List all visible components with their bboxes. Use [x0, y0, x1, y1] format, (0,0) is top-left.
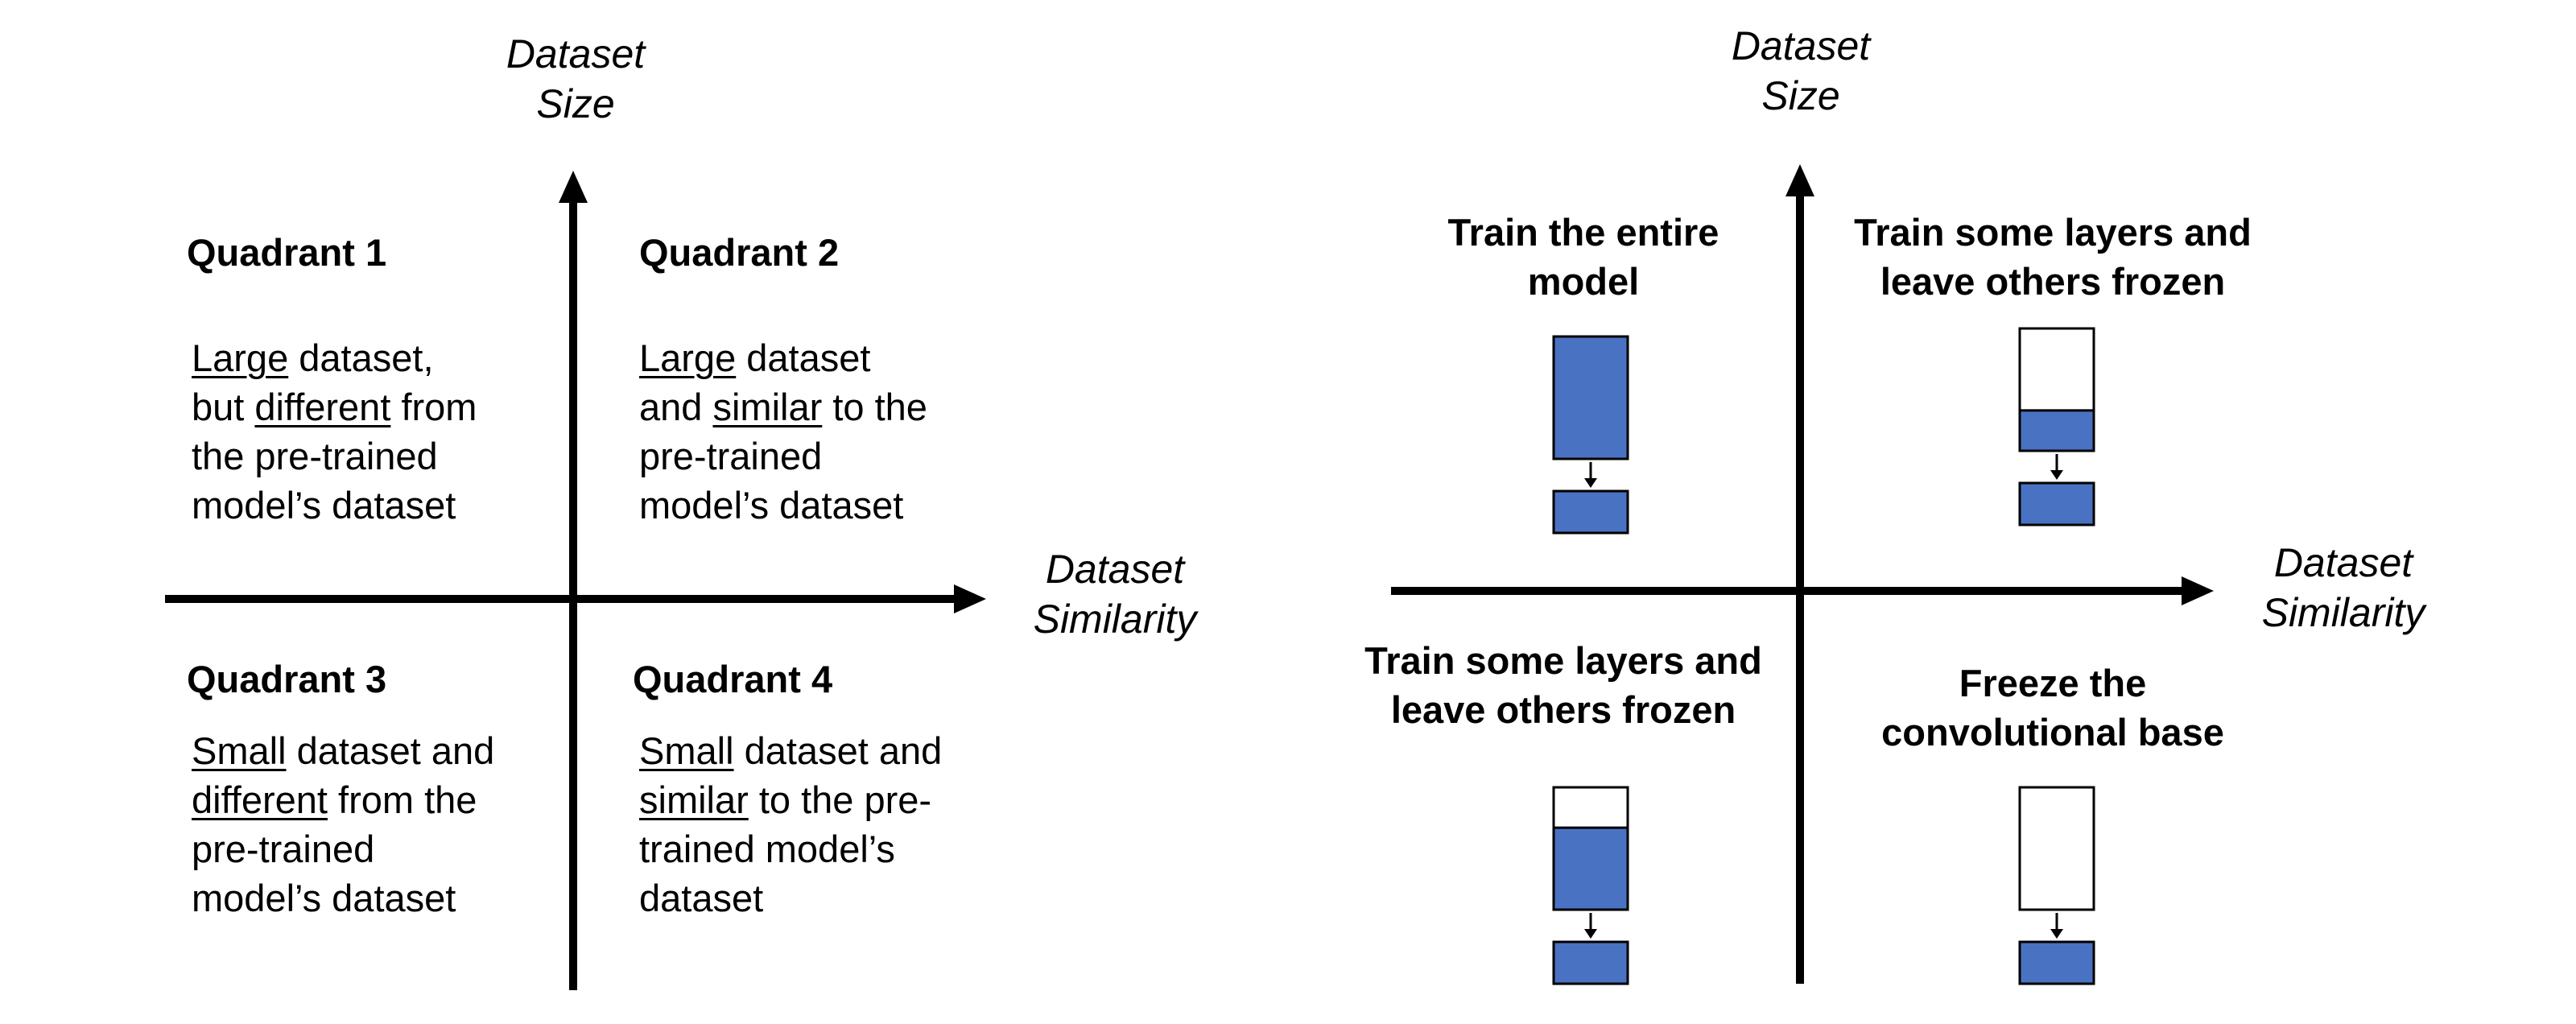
- strategy-freeze-conv-base: Freeze the convolutional base: [1795, 659, 2310, 757]
- description-text: the pre-trained: [192, 435, 438, 477]
- classifier-block: [2018, 481, 2095, 526]
- underlined-term: different: [254, 386, 391, 428]
- quadrant-4-line-4: dataset: [639, 873, 942, 923]
- description-text: pre-trained: [192, 828, 375, 870]
- flow-arrow-head: [2050, 929, 2063, 939]
- right-y-axis-label-line2: Size: [1761, 73, 1840, 118]
- trainable-layers-block: [1552, 826, 1629, 911]
- description-text: pre-trained: [639, 435, 823, 477]
- quadrant-4-line-2: similar to the pre-: [639, 775, 942, 824]
- description-text: model’s dataset: [192, 484, 456, 526]
- underlined-term: Large: [192, 337, 289, 379]
- classifier-block: [1552, 940, 1629, 985]
- quadrant-2-line-1: Large dataset: [639, 333, 927, 382]
- strategy-4-line2: convolutional base: [1881, 711, 2224, 754]
- underlined-term: Large: [639, 337, 737, 379]
- description-text: dataset: [639, 877, 764, 919]
- right-x-axis-label-line2: Similarity: [2261, 590, 2425, 635]
- description-text: and: [639, 386, 713, 428]
- description-text: dataset and: [286, 729, 495, 772]
- underlined-term: similar: [712, 386, 823, 428]
- description-text: model’s dataset: [639, 484, 904, 526]
- quadrant-3-line-3: pre-trained: [192, 824, 494, 873]
- flow-arrow-head: [1584, 478, 1597, 488]
- description-text: dataset,: [288, 337, 434, 379]
- strategy-2-line2: leave others frozen: [1880, 260, 2226, 303]
- right-y-arrowhead: [1785, 164, 1814, 196]
- left-y-axis-label: Dataset Size: [475, 29, 676, 129]
- underlined-term: Small: [639, 729, 734, 772]
- underlined-term: Small: [192, 729, 287, 772]
- underlined-term: similar: [639, 778, 749, 821]
- description-text: from: [390, 386, 477, 428]
- quadrant-4-line-1: Small dataset and: [639, 726, 942, 775]
- model-diagram-1: [1552, 335, 1629, 535]
- quadrant-2-line-2: and similar to the: [639, 382, 927, 431]
- description-text: to the: [822, 386, 927, 428]
- description-text: to the pre-: [748, 778, 932, 821]
- strategy-3-line1: Train some layers and: [1364, 639, 1762, 682]
- model-diagram-3: [1552, 786, 1629, 985]
- trainable-layers-block: [1552, 335, 1629, 460]
- right-x-arrowhead: [2182, 576, 2214, 605]
- left-y-axis-label-line1: Dataset: [506, 31, 646, 76]
- left-x-arrowhead: [954, 584, 986, 613]
- strategy-3-line2: leave others frozen: [1390, 688, 1736, 731]
- right-axes: [1391, 164, 2214, 984]
- quadrant-3-line-1: Small dataset and: [192, 726, 494, 775]
- strategy-1-line2: model: [1527, 260, 1640, 303]
- quadrant-2-line-4: model’s dataset: [639, 481, 927, 530]
- left-axes: [165, 171, 986, 990]
- quadrant-1-line-4: model’s dataset: [192, 481, 477, 530]
- classifier-block: [2018, 940, 2095, 985]
- description-text: model’s dataset: [192, 877, 456, 919]
- classifier-block: [1552, 489, 1629, 535]
- description-text: but: [192, 386, 255, 428]
- quadrant-1-line-2: but different from: [192, 382, 477, 431]
- quadrant-4-title: Quadrant 4: [633, 658, 833, 700]
- right-x-axis-label: Dataset Similarity: [2243, 538, 2444, 638]
- description-text: trained model’s: [639, 828, 895, 870]
- conv-base-block: [2018, 786, 2095, 911]
- strategy-4-line1: Freeze the: [1959, 662, 2147, 704]
- left-x-axis-label: Dataset Similarity: [1014, 544, 1216, 644]
- quadrant-2-line-3: pre-trained: [639, 431, 927, 481]
- model-diagram-2: [2018, 327, 2095, 526]
- left-x-axis-label-line2: Similarity: [1033, 597, 1197, 642]
- strategy-2-line1: Train some layers and: [1854, 211, 2252, 254]
- flow-arrow-head: [1584, 929, 1597, 939]
- strategy-1-line1: Train the entire: [1447, 211, 1719, 254]
- right-y-axis-label-line1: Dataset: [1731, 23, 1871, 68]
- quadrant-1-title: Quadrant 1: [187, 231, 387, 274]
- left-y-arrowhead: [559, 171, 588, 203]
- quadrant-2-title: Quadrant 2: [639, 231, 840, 274]
- strategy-train-some-layers-top: Train some layers and leave others froze…: [1795, 208, 2310, 306]
- left-y-axis-label-line2: Size: [536, 81, 615, 126]
- quadrant-1-line-3: the pre-trained: [192, 431, 477, 481]
- description-text: from the: [327, 778, 477, 821]
- strategy-train-some-layers-bottom: Train some layers and leave others froze…: [1306, 636, 1821, 734]
- quadrant-3-line-4: model’s dataset: [192, 873, 494, 923]
- model-diagram-4: [2018, 786, 2095, 985]
- strategy-train-entire-model: Train the entire model: [1382, 208, 1785, 306]
- description-text: dataset and: [733, 729, 943, 772]
- description-text: dataset: [736, 337, 871, 379]
- model-diagrams: [1552, 327, 2095, 985]
- quadrant-3-title: Quadrant 3: [187, 658, 387, 700]
- right-y-axis-label: Dataset Size: [1700, 21, 1901, 121]
- quadrant-3-line-2: different from the: [192, 775, 494, 824]
- trainable-layers-block: [2018, 409, 2095, 452]
- quadrant-1-line-1: Large dataset,: [192, 333, 477, 382]
- quadrant-4-line-3: trained model’s: [639, 824, 942, 873]
- left-x-axis-label-line1: Dataset: [1045, 547, 1185, 592]
- flow-arrow-head: [2050, 470, 2063, 480]
- underlined-term: different: [192, 778, 328, 821]
- right-x-axis-label-line1: Dataset: [2273, 540, 2413, 585]
